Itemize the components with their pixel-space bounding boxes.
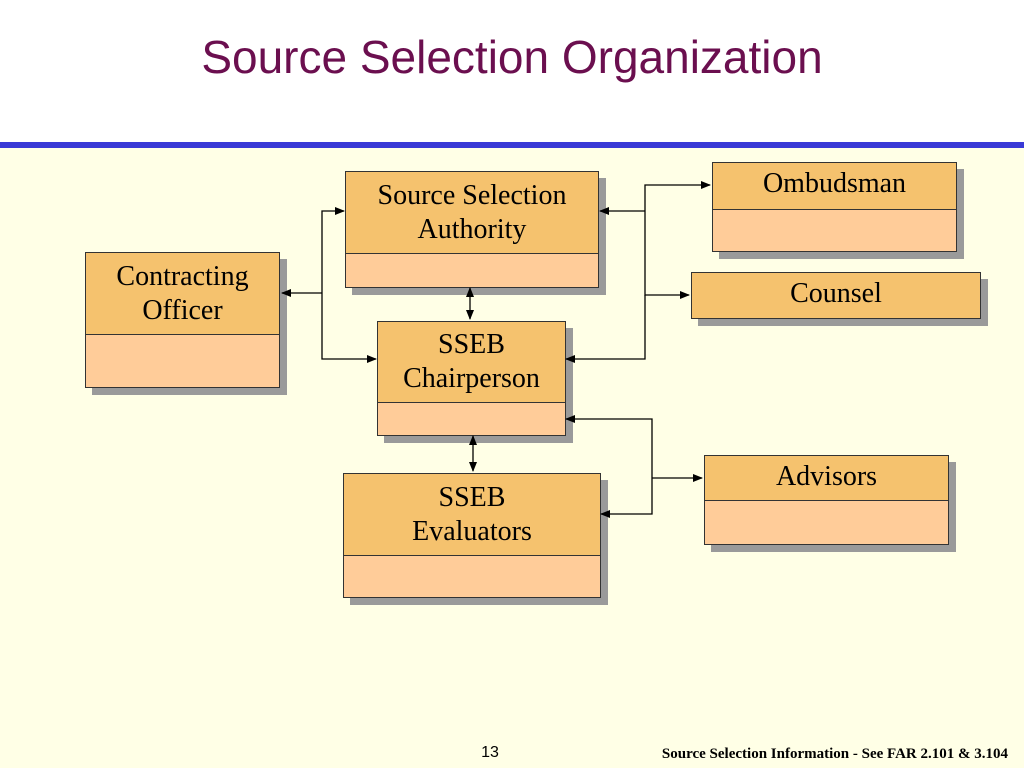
node-advisors: Advisors (704, 455, 949, 545)
node-header: SSEB Evaluators (344, 474, 600, 556)
node-ombudsman: Ombudsman (712, 162, 957, 252)
contracting-officer-label-line2: Officer (142, 294, 223, 326)
evaluators-label-line1: SSEB (438, 481, 506, 513)
node-counsel: Counsel (691, 272, 981, 319)
chairperson-label-line1: SSEB (438, 329, 505, 360)
title-area: Source Selection Organization (0, 0, 1024, 142)
ssa-label-line2: Authority (417, 213, 527, 245)
connector-to-counsel (644, 211, 690, 299)
node-header: Source Selection Authority (346, 172, 598, 254)
page-number: 13 (481, 744, 499, 761)
connector-co-to-chairperson (321, 293, 377, 363)
node-contracting-officer: Contracting Officer (85, 252, 280, 388)
node-header: SSEB Chairperson (378, 322, 565, 403)
footer-note: Source Selection Information - See FAR 2… (661, 746, 1008, 762)
slide-title: Source Selection Organization (201, 31, 823, 83)
node-header: Contracting Officer (86, 253, 279, 335)
contracting-officer-label-line1: Contracting (116, 260, 249, 292)
connector-to-evaluators (600, 478, 653, 518)
connector-to-chairperson (565, 295, 646, 363)
connector-co-to-ssa (321, 207, 345, 293)
title-divider (0, 142, 1024, 148)
connector-to-chairperson-advisors (565, 415, 653, 478)
advisors-label: Advisors (775, 461, 878, 492)
counsel-label: Counsel (790, 278, 882, 309)
node-sseb-chairperson: SSEB Chairperson (377, 321, 566, 436)
node-header: Counsel (692, 273, 980, 318)
ssa-label-line1: Source Selection (377, 179, 567, 211)
evaluators-label-line2: Evaluators (412, 515, 532, 547)
ombudsman-label: Ombudsman (762, 168, 907, 199)
node-header: Ombudsman (713, 163, 956, 210)
node-sseb-evaluators: SSEB Evaluators (343, 473, 601, 598)
node-header: Advisors (705, 456, 948, 501)
connector-to-ombudsman (644, 181, 711, 211)
node-source-selection-authority: Source Selection Authority (345, 171, 599, 288)
chairperson-label-line2: Chairperson (403, 363, 540, 394)
